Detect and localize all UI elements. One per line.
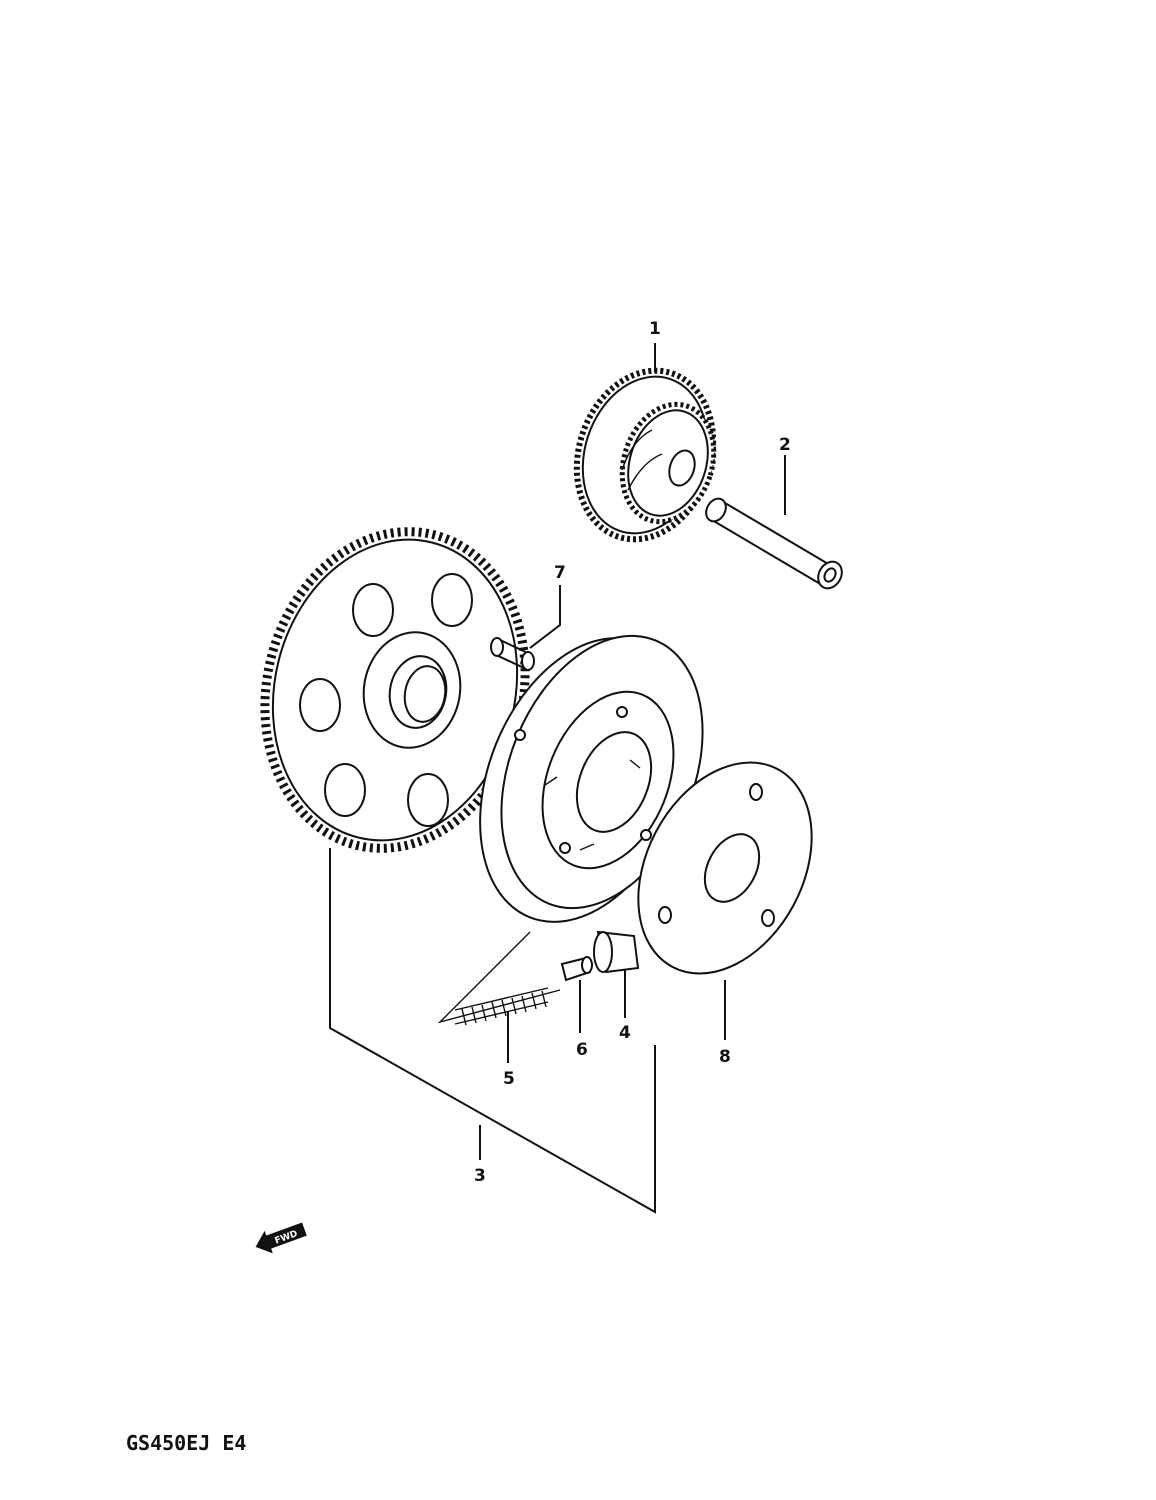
roller-part-4 xyxy=(593,930,640,974)
callout-1: 1 xyxy=(649,319,661,339)
pin-part-7 xyxy=(490,637,535,671)
callout-4: 4 xyxy=(619,1023,631,1043)
spring-part-5 xyxy=(437,931,561,1026)
arrow-left-icon xyxy=(255,1222,307,1254)
washer-plate-part-8 xyxy=(637,761,813,975)
callout-2: 2 xyxy=(779,435,791,455)
pin-part-6 xyxy=(560,956,593,982)
leader-lines xyxy=(329,343,786,1214)
direction-marker: FWD xyxy=(255,1222,307,1254)
idler-gear-part-1 xyxy=(573,367,717,543)
callout-5: 5 xyxy=(503,1069,515,1089)
shaft-part-2 xyxy=(705,497,843,590)
callout-3: 3 xyxy=(474,1166,486,1186)
starter-driven-gear xyxy=(260,527,530,853)
footer-code: GS450EJ E4 xyxy=(126,1431,246,1455)
callout-7: 7 xyxy=(554,563,566,583)
callout-6: 6 xyxy=(576,1040,588,1060)
callout-8: 8 xyxy=(719,1047,731,1067)
